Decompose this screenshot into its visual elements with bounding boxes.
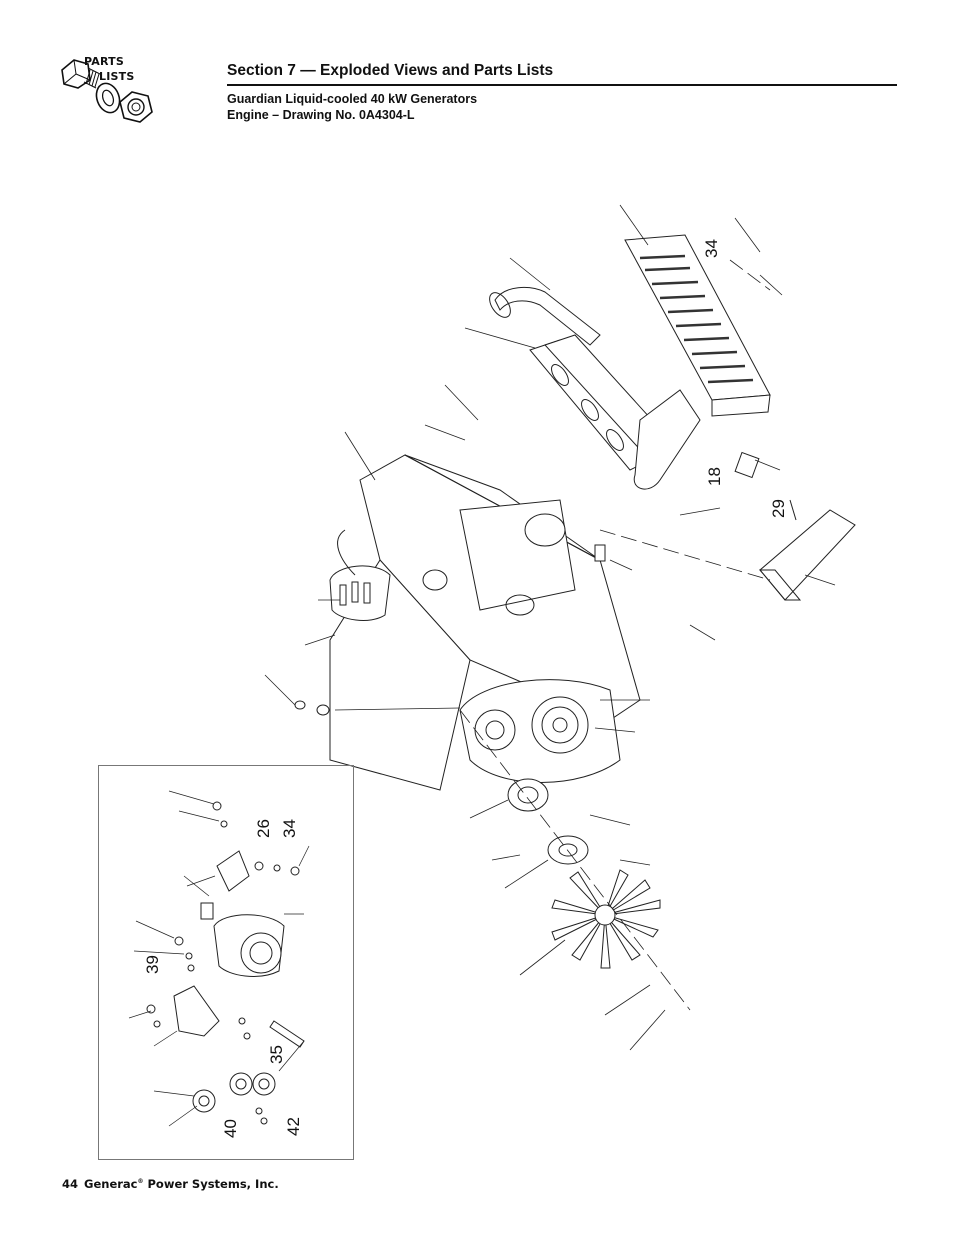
callout-40-inset: 40 xyxy=(221,1119,240,1138)
company-name: Generac xyxy=(84,1177,138,1191)
parts-lists-logo: PARTS LISTS xyxy=(56,52,166,132)
callout-34-main: 34 xyxy=(702,239,721,258)
section-title: Section 7 — Exploded Views and Parts Lis… xyxy=(227,62,897,86)
flex-pipe xyxy=(633,389,701,490)
alternator-bracket xyxy=(216,850,250,892)
subtitle-line-1: Guardian Liquid-cooled 40 kW Generators xyxy=(227,92,478,106)
exhaust-pipe xyxy=(494,287,601,346)
page-number: 44 xyxy=(62,1177,79,1191)
fan-pulley xyxy=(507,778,549,812)
page-header: Section 7 — Exploded Views and Parts Lis… xyxy=(227,62,897,123)
bolt-washer-nut-icon xyxy=(61,59,153,123)
muffler xyxy=(624,234,771,417)
callout-26-inset: 26 xyxy=(254,819,273,838)
distributor xyxy=(329,529,391,621)
page-footer: 44 Generac® Power Systems, Inc. xyxy=(62,1177,279,1191)
fan-spacer xyxy=(547,835,589,865)
logo-lists-text: LISTS xyxy=(99,70,135,83)
subtitle-line-2: Engine – Drawing No. 0A4304-L xyxy=(227,108,415,122)
callout-35-inset: 35 xyxy=(267,1045,286,1064)
inset-drawing: 26 34 39 35 40 42 xyxy=(128,790,310,1138)
cooling-fan xyxy=(551,869,661,969)
water-pump xyxy=(474,709,516,751)
callout-42-inset: 42 xyxy=(284,1117,303,1136)
idler-bracket xyxy=(173,985,220,1037)
drawing-subtitle: Guardian Liquid-cooled 40 kW Generators … xyxy=(227,91,897,123)
inset-detail-box: 26 34 39 35 40 42 xyxy=(98,765,354,1160)
logo-parts-text: PARTS xyxy=(84,55,124,68)
callout-29-main: 29 xyxy=(769,499,788,518)
callout-39-inset: 39 xyxy=(143,955,162,974)
callout-34-inset: 34 xyxy=(280,819,299,838)
registered-mark: ® xyxy=(137,1178,144,1186)
mounting-bracket xyxy=(758,499,856,601)
callout-18-main: 18 xyxy=(705,467,724,486)
company-suffix: Power Systems, Inc. xyxy=(143,1177,279,1191)
idler-pulleys xyxy=(192,1072,276,1113)
alternator xyxy=(213,914,285,977)
